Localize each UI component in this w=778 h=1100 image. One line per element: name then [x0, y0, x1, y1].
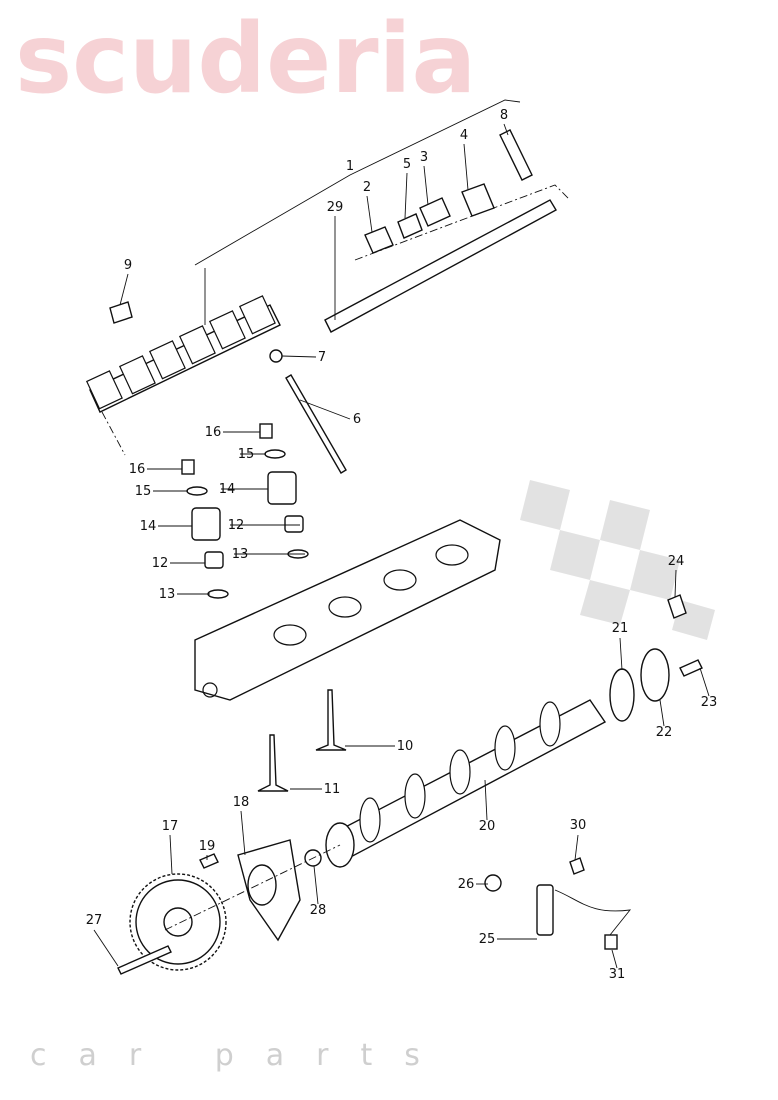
callout-3: 3 [420, 150, 428, 165]
leader-line [659, 699, 665, 727]
callout-7: 7 [318, 350, 326, 365]
leader-line [169, 834, 173, 875]
callout-12: 12 [152, 556, 169, 571]
callout-13: 13 [159, 587, 176, 602]
callout-30: 30 [570, 818, 587, 833]
callout-1: 1 [346, 159, 354, 174]
callout-22: 22 [656, 725, 673, 740]
callout-6: 6 [353, 412, 361, 427]
leader-line [699, 667, 710, 697]
watermark: scuderia car parts [15, 3, 715, 1073]
part-26-bolt [484, 874, 502, 892]
callout-13: 13 [232, 547, 249, 562]
part-7-ball [269, 349, 283, 363]
callout-31: 31 [609, 967, 626, 982]
callout-11: 11 [324, 782, 341, 797]
part-5-spring [397, 213, 423, 239]
leader-line [611, 949, 618, 969]
leader-line [93, 929, 119, 967]
leader-line [281, 355, 317, 358]
part-8-bolt [499, 129, 533, 181]
callout-23: 23 [701, 695, 718, 710]
part-11-valve [257, 734, 289, 792]
part-31-connector [604, 934, 618, 950]
part-21-seal [609, 668, 635, 722]
part-4-bracket [461, 183, 495, 217]
callout-10: 10 [397, 739, 414, 754]
rocker-shaft [324, 199, 557, 333]
callout-15: 15 [135, 484, 152, 499]
leader-line [574, 834, 579, 861]
callout-14: 14 [140, 519, 157, 534]
callout-16: 16 [205, 425, 222, 440]
leader-line [119, 273, 129, 306]
leader-line [299, 399, 351, 420]
callout-labels: 1234567891011121213131414151516161718192… [86, 108, 718, 982]
part-6-pushrod [285, 374, 347, 474]
watermark-sub: car parts [30, 1038, 452, 1073]
callout-18: 18 [233, 795, 250, 810]
part-23-bolt [679, 659, 703, 677]
callout-19: 19 [199, 839, 216, 854]
leader-line [619, 637, 623, 671]
cylinder-head [194, 519, 501, 701]
leader-line [404, 172, 408, 219]
leader-line [423, 165, 429, 206]
rocker-arm-assembly [85, 99, 521, 456]
leader-line [240, 810, 246, 856]
watermark-brand: scuderia [15, 3, 476, 115]
callout-20: 20 [479, 819, 496, 834]
callout-28: 28 [310, 903, 327, 918]
part-30-clip [569, 857, 585, 875]
callout-29: 29 [327, 200, 344, 215]
part-24-sensor [667, 594, 687, 619]
part-25-solenoid [536, 884, 554, 936]
callout-4: 4 [460, 128, 468, 143]
leader-line [313, 865, 319, 905]
leader-line [366, 195, 373, 233]
callout-27: 27 [86, 913, 103, 928]
checkered-flag-logo [520, 480, 715, 640]
callout-17: 17 [162, 819, 179, 834]
callout-15: 15 [238, 447, 255, 462]
callout-2: 2 [363, 180, 371, 195]
callout-8: 8 [500, 108, 508, 123]
callout-25: 25 [479, 932, 496, 947]
leader-line [503, 123, 509, 136]
callout-24: 24 [668, 554, 685, 569]
leader-line [463, 143, 469, 191]
callout-14: 14 [219, 482, 236, 497]
part-2-rocker [364, 226, 394, 254]
part-10-valve [315, 689, 347, 751]
leader-line [674, 569, 677, 598]
part-22-sensor-wheel [640, 648, 670, 702]
callout-26: 26 [458, 877, 475, 892]
part-9-clip [109, 301, 133, 324]
callout-16: 16 [129, 462, 146, 477]
leader-line [484, 779, 488, 821]
callout-12: 12 [228, 518, 245, 533]
callout-5: 5 [403, 157, 411, 172]
part-27-bolt [117, 945, 172, 975]
part-3-rocker [419, 197, 451, 227]
callout-21: 21 [612, 621, 629, 636]
part-19-bolt [199, 853, 219, 869]
callout-9: 9 [124, 258, 132, 273]
